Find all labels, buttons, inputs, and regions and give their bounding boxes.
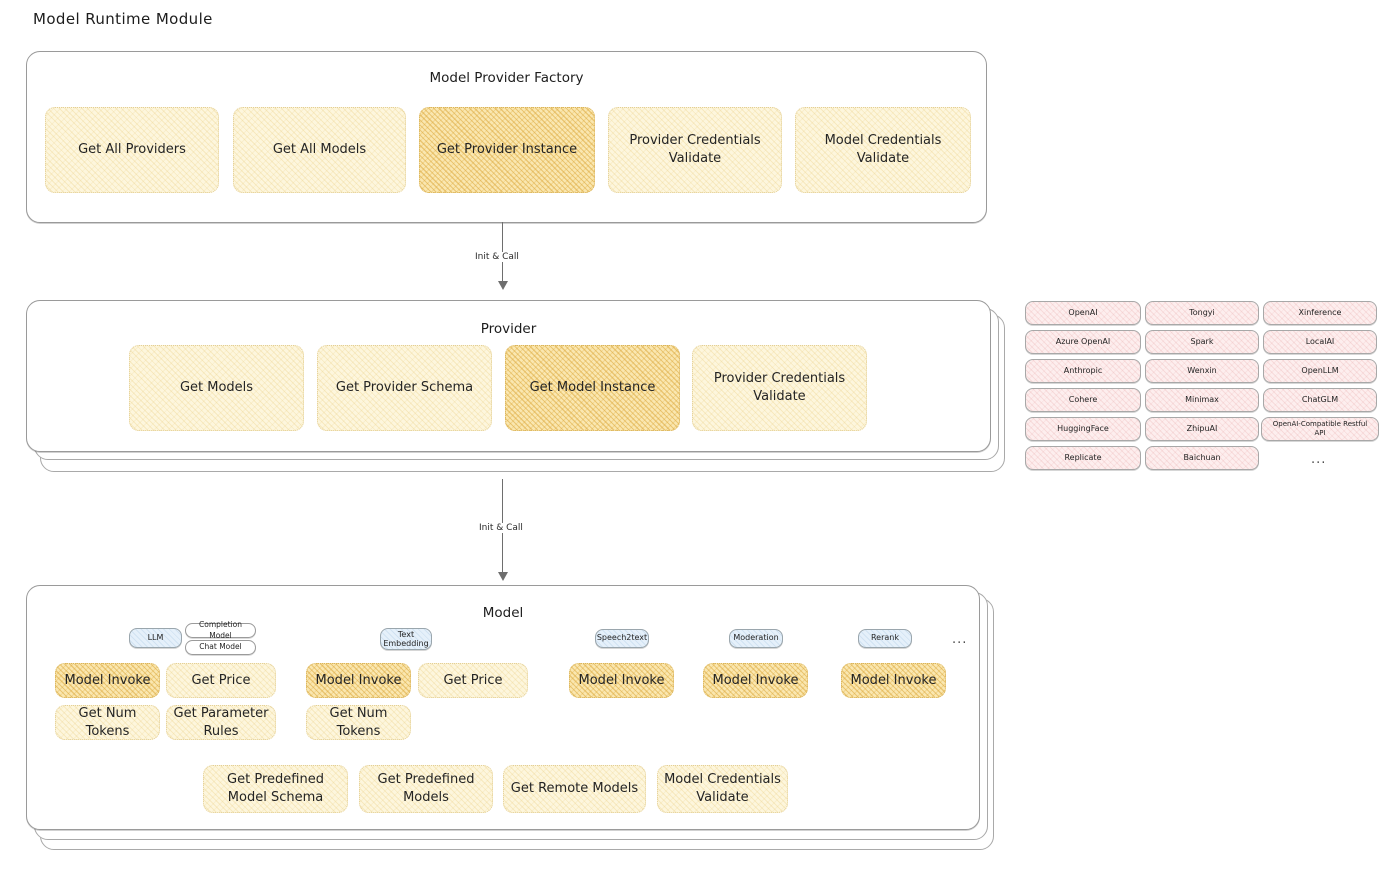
model-type-badge-moderation[interactable]: Moderation — [729, 629, 783, 648]
provider-chip-chatglm[interactable]: ChatGLM — [1263, 388, 1377, 412]
factory-box-get-all-models[interactable]: Get All Models — [233, 107, 406, 193]
provider-chip-tongyi[interactable]: Tongyi — [1145, 301, 1259, 325]
factory-title: Model Provider Factory — [429, 70, 584, 86]
provider-chip-huggingface[interactable]: HuggingFace — [1025, 417, 1141, 441]
provider-chip-wenxin[interactable]: Wenxin — [1145, 359, 1259, 383]
model-type-badge-text-embedding[interactable]: Text Embedding — [380, 628, 432, 650]
model-subbadge-chat-model[interactable]: Chat Model — [185, 640, 256, 655]
model-subbadge-completion-model[interactable]: Completion Model — [185, 620, 256, 640]
model-method-model-credentials-validate[interactable]: Model Credentials Validate — [657, 765, 788, 813]
provider-list-more: ... — [1311, 452, 1327, 467]
speech2text-method-model-invoke[interactable]: Model Invoke — [569, 663, 674, 698]
model-method-get-remote-models[interactable]: Get Remote Models — [503, 765, 646, 813]
model-types-more: ... — [952, 632, 968, 647]
provider-chip-minimax[interactable]: Minimax — [1145, 388, 1259, 412]
model-method-get-predefined-model-schema[interactable]: Get Predefined Model Schema — [203, 765, 348, 813]
arrow-provider-to-model-label: Init & Call — [475, 523, 527, 533]
provider-chip-localai[interactable]: LocalAI — [1263, 330, 1377, 354]
factory-box-get-all-providers[interactable]: Get All Providers — [45, 107, 219, 193]
text-embedding-method-model-invoke[interactable]: Model Invoke — [306, 663, 411, 698]
model-type-badge-llm[interactable]: LLM — [129, 628, 182, 648]
model-type-badge-speech2text[interactable]: Speech2text — [595, 629, 649, 648]
provider-box-provider-credentials-validate[interactable]: Provider Credentials Validate — [692, 345, 867, 431]
arrow-factory-to-provider-label: Init & Call — [471, 252, 523, 262]
page-title: Model Runtime Module — [33, 10, 213, 28]
provider-box-get-models[interactable]: Get Models — [129, 345, 304, 431]
moderation-method-model-invoke[interactable]: Model Invoke — [703, 663, 808, 698]
model-method-get-predefined-models[interactable]: Get Predefined Models — [359, 765, 493, 813]
provider-chip-azure-openai[interactable]: Azure OpenAI — [1025, 330, 1141, 354]
arrow-factory-to-provider-head — [498, 281, 508, 290]
provider-chip-cohere[interactable]: Cohere — [1025, 388, 1141, 412]
rerank-method-model-invoke[interactable]: Model Invoke — [841, 663, 946, 698]
llm-method-get-num-tokens[interactable]: Get Num Tokens — [55, 705, 160, 740]
factory-box-get-provider-instance[interactable]: Get Provider Instance — [419, 107, 595, 193]
llm-method-get-price[interactable]: Get Price — [166, 663, 276, 698]
text-embedding-method-get-price[interactable]: Get Price — [418, 663, 528, 698]
provider-chip-openllm[interactable]: OpenLLM — [1263, 359, 1377, 383]
provider-chip-replicate[interactable]: Replicate — [1025, 446, 1141, 470]
provider-box-get-provider-schema[interactable]: Get Provider Schema — [317, 345, 492, 431]
factory-box-provider-credentials-validate[interactable]: Provider Credentials Validate — [608, 107, 782, 193]
llm-method-model-invoke[interactable]: Model Invoke — [55, 663, 160, 698]
text-embedding-method-get-num-tokens[interactable]: Get Num Tokens — [306, 705, 411, 740]
provider-chip-openai-compatible-restful-api[interactable]: OpenAI-Compatible Restful API — [1261, 417, 1379, 441]
llm-method-get-parameter-rules[interactable]: Get Parameter Rules — [166, 705, 276, 740]
model-title: Model — [482, 605, 524, 621]
provider-chip-baichuan[interactable]: Baichuan — [1145, 446, 1259, 470]
provider-chip-spark[interactable]: Spark — [1145, 330, 1259, 354]
provider-box-get-model-instance[interactable]: Get Model Instance — [505, 345, 680, 431]
model-type-badge-rerank[interactable]: Rerank — [858, 629, 912, 648]
provider-chip-zhipuai[interactable]: ZhipuAI — [1145, 417, 1259, 441]
arrow-provider-to-model-head — [498, 572, 508, 581]
provider-title: Provider — [480, 321, 537, 337]
provider-chip-xinference[interactable]: Xinference — [1263, 301, 1377, 325]
provider-chip-anthropic[interactable]: Anthropic — [1025, 359, 1141, 383]
provider-chip-openai[interactable]: OpenAI — [1025, 301, 1141, 325]
factory-box-model-credentials-validate[interactable]: Model Credentials Validate — [795, 107, 971, 193]
